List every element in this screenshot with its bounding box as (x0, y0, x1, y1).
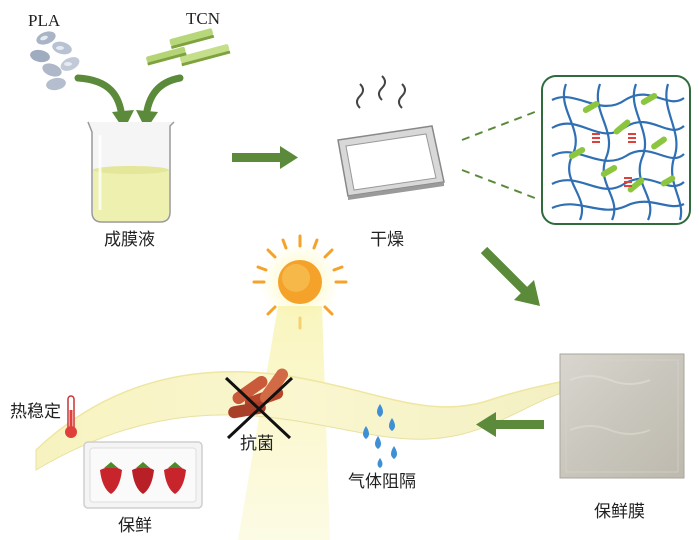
drying-tray-icon (337, 125, 445, 200)
light-beam (238, 306, 330, 540)
drying-label: 干燥 (370, 230, 404, 250)
tcn-rods-icon (146, 28, 231, 67)
cross-out-icon (224, 376, 294, 440)
film-solution-label: 成膜液 (104, 230, 155, 250)
preservation-label: 保鲜 (118, 516, 152, 536)
strawberry-box-icon (83, 441, 203, 509)
thermometer-icon (65, 395, 77, 438)
gas-barrier-label: 气体阻隔 (348, 472, 416, 492)
network-structure-diagram (541, 75, 691, 225)
pla-pellets-icon (30, 31, 80, 91)
thermal-stability-label: 热稳定 (10, 402, 61, 422)
film-sample-image (559, 353, 685, 479)
steam-icon (356, 75, 406, 109)
antibacterial-label: 抗菌 (240, 434, 274, 454)
beaker-icon (87, 121, 175, 223)
arrow-to-drying (232, 146, 298, 169)
pla-label: PLA (28, 11, 61, 30)
zoom-line-bottom (461, 169, 541, 201)
water-droplets-icon (363, 404, 397, 468)
arrow-to-film (480, 246, 540, 306)
arrow-to-applications (476, 412, 544, 437)
zoom-line-top (461, 109, 541, 141)
preservative-film-label: 保鲜膜 (594, 502, 645, 522)
tcn-label: TCN (186, 9, 220, 28)
